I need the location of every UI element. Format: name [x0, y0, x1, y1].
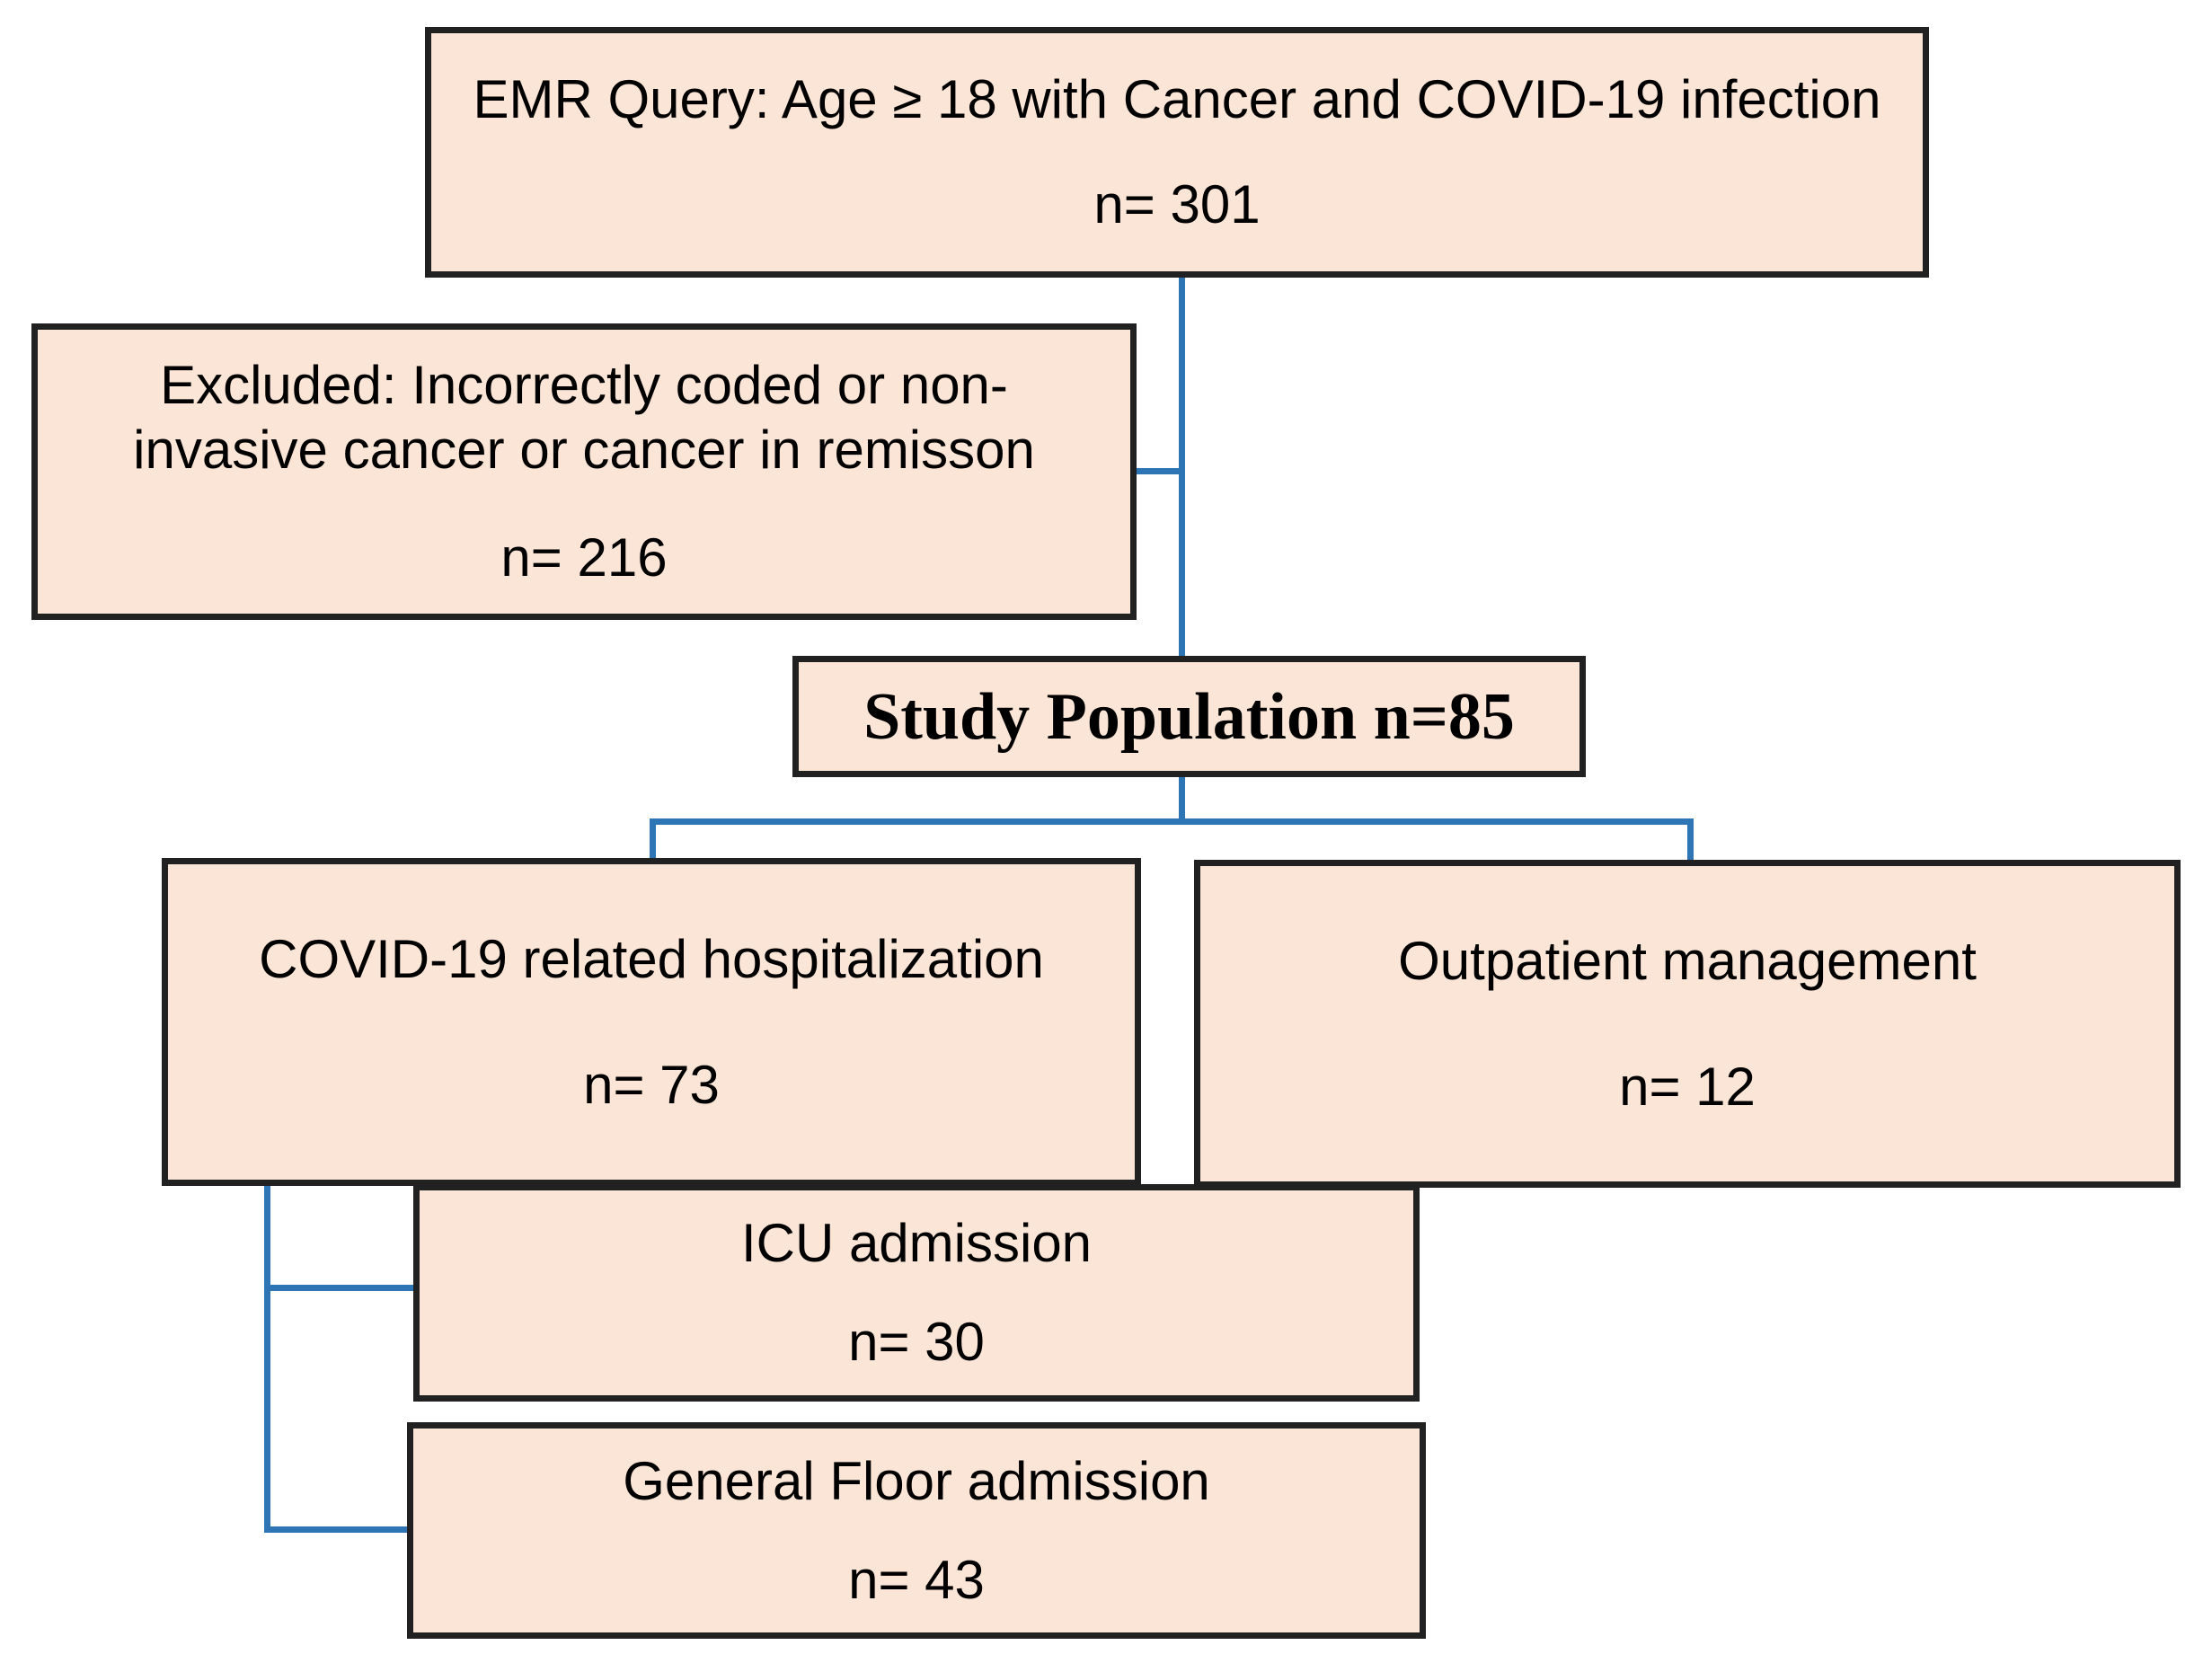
connector-icu-stub: [264, 1285, 417, 1291]
outpatient-box: Outpatient management n= 12: [1194, 860, 2181, 1188]
icu-count: n= 30: [848, 1312, 985, 1372]
connector-top-to-study-vertical: [1179, 274, 1185, 658]
outpatient-text: Outpatient management: [1398, 930, 1977, 991]
general-floor-text: General Floor admission: [623, 1450, 1210, 1511]
icu-text: ICU admission: [740, 1213, 1093, 1273]
outpatient-count: n= 12: [1619, 1056, 1756, 1117]
general-floor-box: General Floor admission n= 43: [407, 1422, 1426, 1639]
emr-query-box: EMR Query: Age ≥ 18 with Cancer and COVI…: [425, 27, 1929, 278]
emr-query-text: EMR Query: Age ≥ 18 with Cancer and COVI…: [473, 69, 1881, 129]
excluded-box: Excluded: Incorrectly coded or non- inva…: [31, 323, 1137, 620]
hospitalization-text: COVID-19 related hospitalization: [259, 928, 1044, 989]
connector-split-bar: [650, 818, 1694, 825]
hospitalization-box: COVID-19 related hospitalization n= 73: [162, 858, 1141, 1186]
icu-box: ICU admission n= 30: [413, 1184, 1420, 1402]
connector-split-right-drop: [1687, 818, 1694, 863]
connector-excluded-stub: [1134, 468, 1185, 474]
excluded-count: n= 216: [500, 527, 668, 588]
emr-query-count: n= 301: [1093, 174, 1261, 234]
connector-study-to-split-vertical: [1179, 773, 1185, 825]
excluded-text-line1: Excluded: Incorrectly coded or non-: [160, 355, 1008, 415]
hospitalization-count: n= 73: [583, 1054, 720, 1115]
excluded-text-line2: invasive cancer or cancer in remisson: [133, 420, 1035, 480]
general-floor-count: n= 43: [848, 1549, 985, 1610]
study-population-label: Study Population n=85: [863, 679, 1515, 754]
connector-split-left-drop: [650, 818, 656, 862]
connector-below-hospitalization-vertical: [264, 1184, 270, 1533]
study-population-box: Study Population n=85: [792, 656, 1586, 777]
connector-general-floor-stub: [264, 1526, 411, 1533]
